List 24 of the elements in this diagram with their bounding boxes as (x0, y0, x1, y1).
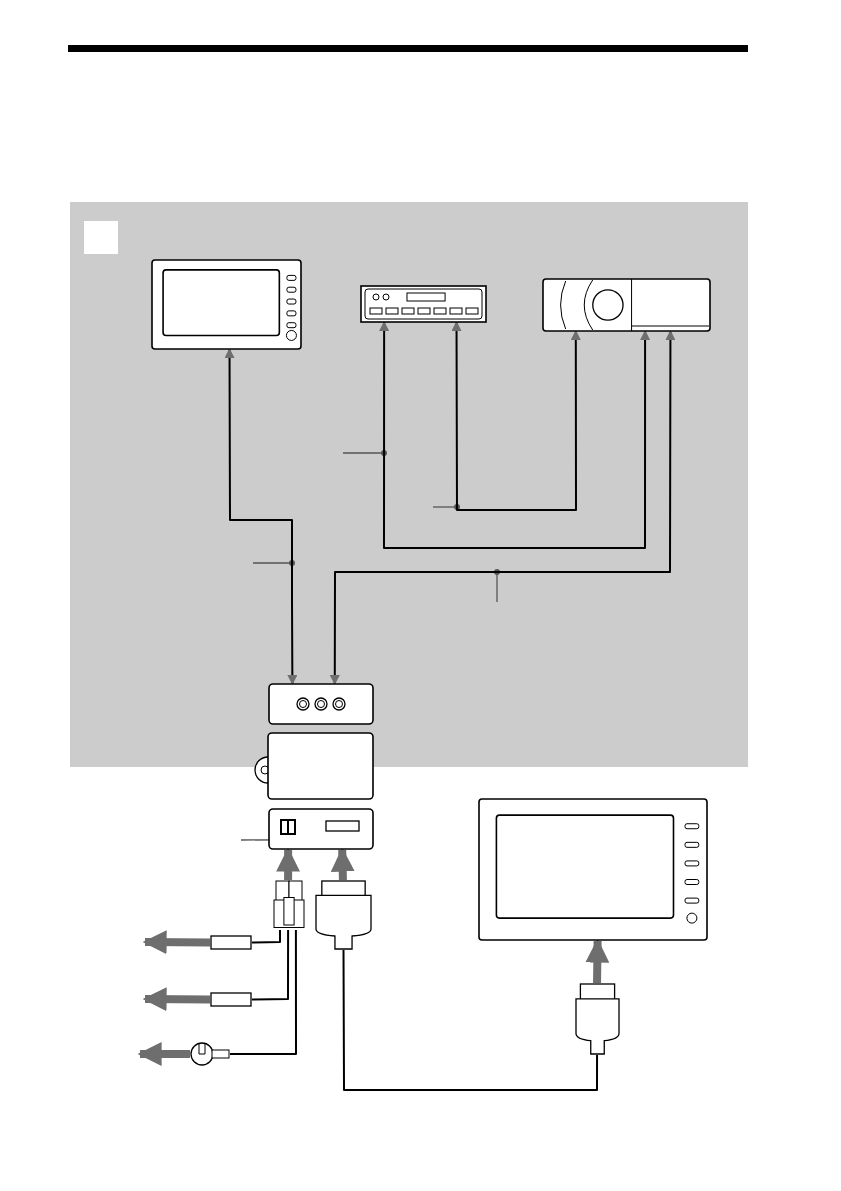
cable-plug-drawing (315, 880, 372, 950)
cable (251, 929, 290, 1001)
cable (451, 321, 581, 511)
cable (229, 929, 297, 1055)
cable (251, 929, 281, 944)
monitor-drawing (151, 259, 302, 350)
unit-panel (252, 732, 374, 800)
cable-plug-drawing (575, 983, 620, 1055)
cable (342, 949, 599, 1091)
cable (224, 348, 298, 685)
cd-changer-drawing (542, 278, 711, 332)
fuse-holder (210, 935, 252, 950)
arrow (142, 930, 211, 955)
unit-panel (268, 808, 374, 850)
cable (379, 321, 651, 549)
monitor-drawing (478, 798, 708, 941)
fuse-holder (210, 992, 252, 1007)
arrow (142, 987, 211, 1012)
arrow (137, 1042, 190, 1066)
power-connector-drawing (274, 880, 304, 930)
cable (329, 330, 676, 685)
car-radio-drawing (360, 285, 487, 323)
unit-panel (268, 683, 374, 725)
ring-terminal-drawing (190, 1042, 230, 1066)
